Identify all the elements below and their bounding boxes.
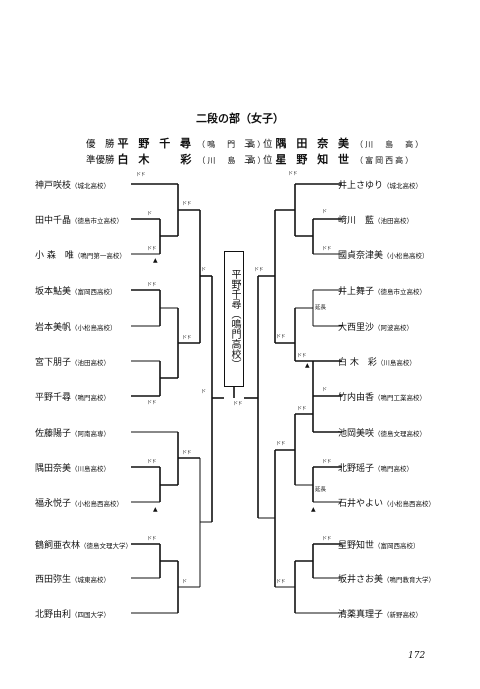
third-label: 三 位 xyxy=(244,155,273,166)
third-label: 三 位 xyxy=(244,139,273,150)
runner-school: （川 島 高） xyxy=(197,156,268,165)
left-player: 神戸咲枝（城北高校） xyxy=(35,181,111,191)
runner-name: 白 木 彩 xyxy=(117,153,195,166)
right-player: 北野瑶子（鳴門高校） xyxy=(338,464,414,474)
third1-name: 隅 田 奈 美 xyxy=(275,137,353,150)
third2-school: （富岡西高） xyxy=(355,156,416,165)
left-player: 坂本鮎美（富岡西高校） xyxy=(35,287,117,297)
third2-line: 三 位 星 野 知 世 （富岡西高） xyxy=(244,151,415,167)
score-mark: ド xyxy=(182,579,187,585)
score-mark: ドド xyxy=(276,441,286,447)
third1-line: 三 位 隅 田 奈 美 （川 島 高） xyxy=(244,135,425,151)
page-title: 二段の部（女子） xyxy=(196,112,284,125)
score-mark: ドド xyxy=(136,172,146,178)
score-mark: ド xyxy=(147,211,152,217)
right-player: 大西里沙（阿波高校） xyxy=(338,323,414,333)
right-player: 井上舞子（徳島市立高校） xyxy=(338,287,427,297)
winner-line: 優 勝 平 野 千 尋 （鳴 門 高） xyxy=(86,135,267,151)
right-player: 竹内由香（鳴門工業高校） xyxy=(338,393,427,403)
right-player: 石井やよい（小松島西高校） xyxy=(338,499,436,509)
runner-line: 準優勝 白 木 彩 （川 島 高） xyxy=(86,151,267,167)
score-mark: ドド xyxy=(322,536,332,542)
winner-label: 優 勝 xyxy=(86,139,115,150)
score-mark: ドド xyxy=(182,450,192,456)
score-mark: ドド xyxy=(276,334,286,340)
right-player: 﨑川 藍（池田高校） xyxy=(338,216,414,226)
page-number: 172 xyxy=(408,651,426,661)
left-player: 隅田奈美（川島高校） xyxy=(35,464,111,474)
left-player: 田中千晶（徳島市立高校） xyxy=(35,216,124,226)
runner-label: 準優勝 xyxy=(86,155,115,166)
left-player: 北野由利（四国大学） xyxy=(35,610,111,620)
loss-mark-icon: ▲ xyxy=(311,506,316,513)
score-mark: ド xyxy=(322,387,327,393)
winner-name: 平 野 千 尋 xyxy=(117,137,195,150)
winner-school: （鳴 門 高） xyxy=(197,140,268,149)
left-player: 平野千尋（鳴門高校） xyxy=(35,393,111,403)
score-mark: ドド xyxy=(147,282,157,288)
third2-name: 星 野 知 世 xyxy=(275,153,353,166)
right-player: 井上さゆり（城北高校） xyxy=(338,181,423,191)
left-player: 福永悦子（小松島西高校） xyxy=(35,499,124,509)
left-player: 宮下朋子（池田高校） xyxy=(35,358,111,368)
loss-mark-icon: ▲ xyxy=(153,257,158,264)
score-mark: ドド xyxy=(147,400,157,406)
score-mark: ドド xyxy=(288,171,298,177)
right-player: 清薬真理子（新野高校） xyxy=(338,610,423,620)
score-mark: ドド xyxy=(322,459,332,465)
left-player: 小 森 唯（鳴門第一高校） xyxy=(35,251,126,261)
right-player: 白 木 彩（川島高校） xyxy=(338,358,416,368)
score-mark: ドド xyxy=(147,459,157,465)
loss-mark-icon: ▲ xyxy=(305,362,310,369)
extension-label: 延長 xyxy=(315,305,327,311)
score-mark: ドド xyxy=(254,267,264,273)
left-player: 西田弥生（城東高校） xyxy=(35,575,111,585)
left-player: 佐藤陽子（阿南高専） xyxy=(35,429,111,439)
score-mark: ド xyxy=(201,389,206,395)
loss-mark-icon: ▲ xyxy=(153,506,158,513)
right-player: 坂井さお美（鳴門教育大学） xyxy=(338,575,436,585)
left-player: 岩本美帆（小松島高校） xyxy=(35,323,117,333)
right-player: 星野知世（富岡西高校） xyxy=(338,541,420,551)
score-mark: ド xyxy=(201,267,206,273)
score-mark: ドド xyxy=(147,536,157,542)
right-player: 國貞奈津美（小松島高校） xyxy=(338,251,429,261)
extension-label: 延長 xyxy=(315,487,327,493)
score-mark: ドド xyxy=(182,201,192,207)
score-mark: ドド xyxy=(276,579,286,585)
score-mark: ドド xyxy=(182,335,192,341)
score-mark: ドド xyxy=(297,353,307,359)
third1-school: （川 島 高） xyxy=(355,140,426,149)
left-player: 鶴飼亜衣林（徳島文理大学） xyxy=(35,541,133,551)
score-mark: ドド xyxy=(297,406,307,412)
score-mark: ドド xyxy=(322,246,332,252)
right-player: 池岡美咲（徳島文理高校） xyxy=(338,429,427,439)
score-mark: ドド xyxy=(147,246,157,252)
champion-box: 平野千尋（鳴門高校） xyxy=(224,251,244,387)
score-mark: ドド xyxy=(233,401,243,407)
score-mark: ド xyxy=(322,209,327,215)
